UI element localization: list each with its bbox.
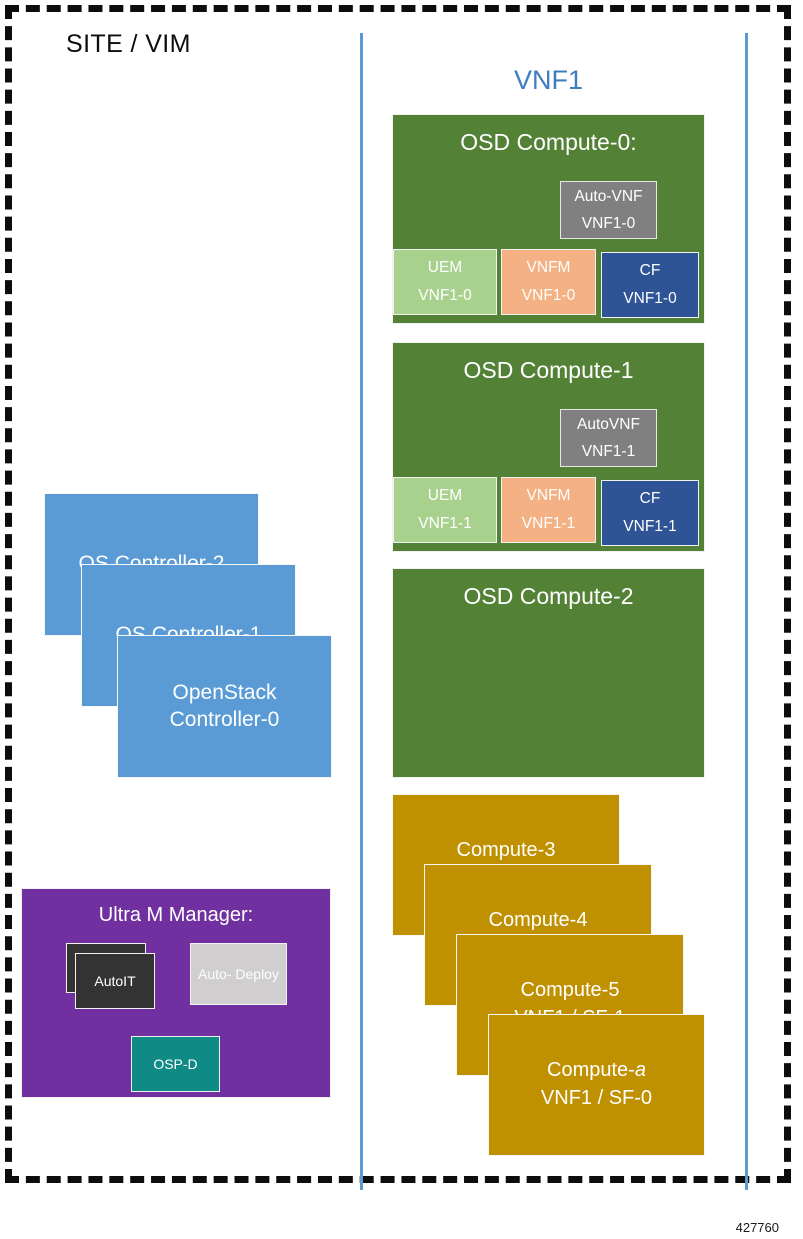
vnfm-vnf1-0-box[interactable]: VNFM VNF1-0: [501, 249, 596, 315]
uem-vnf1-1-box[interactable]: UEM VNF1-1: [393, 477, 497, 543]
compute-5-name: Compute-5: [520, 979, 620, 1002]
compute-a-detail: VNF1 / SF-0: [540, 1087, 653, 1109]
osd-compute-0-title: OSD Compute-0:: [460, 129, 637, 155]
openstack-controller-0-label: OpenStack Controller-0: [169, 680, 280, 731]
cf-vnf1-1-box[interactable]: CF VNF1-1: [601, 480, 699, 546]
compute-4-name: Compute-4: [488, 909, 588, 932]
autoit-label: AutoIT: [94, 972, 136, 989]
site-vim-frame: [5, 5, 791, 1183]
osd-compute-2-title: OSD Compute-2: [463, 583, 634, 609]
osd-compute-1-title: OSD Compute-1: [463, 357, 634, 383]
uem-vnf1-0-box[interactable]: UEM VNF1-0: [393, 249, 497, 315]
vnfm-vnf1-1-name: VNFM: [526, 487, 571, 505]
uem-vnf1-0-instance: VNF1-0: [418, 287, 472, 304]
uem-vnf1-1-name: UEM: [427, 487, 463, 505]
vnfm-vnf1-0-name: VNFM: [526, 259, 571, 277]
cf-vnf1-1-instance: VNF1-1: [623, 518, 677, 535]
autovnf-vnf1-0-instance: VNF1-0: [581, 214, 636, 232]
autovnf-vnf1-0-box[interactable]: Auto-VNF VNF1-0: [560, 181, 657, 239]
vnfm-vnf1-1-instance: VNF1-1: [521, 515, 576, 532]
cf-vnf1-0-name: CF: [639, 262, 661, 280]
compute-a-name: Compute-a: [547, 1059, 646, 1082]
autovnf-vnf1-0-name: Auto-VNF: [574, 187, 643, 205]
autovnf-vnf1-1-instance: VNF1-1: [581, 442, 636, 460]
auto-deploy-box[interactable]: Auto- Deploy: [190, 943, 287, 1005]
openstack-controller-0-box[interactable]: OpenStack Controller-0: [117, 635, 332, 778]
site-vim-title: SITE / VIM: [66, 30, 191, 58]
compute-3-name: Compute-3: [456, 839, 556, 862]
osp-d-label: OSP-D: [153, 1055, 198, 1072]
cf-vnf1-1-name: CF: [639, 490, 661, 508]
autovnf-vnf1-1-box[interactable]: AutoVNF VNF1-1: [560, 409, 657, 467]
figure-number: 427760: [735, 1220, 779, 1235]
auto-deploy-label: Auto- Deploy: [198, 965, 279, 982]
vnfm-vnf1-1-box[interactable]: VNFM VNF1-1: [501, 477, 596, 543]
uem-vnf1-1-instance: VNF1-1: [418, 515, 472, 532]
ultra-m-manager-title: Ultra M Manager:: [98, 904, 254, 926]
vnf-column-separator-left: [360, 33, 363, 1190]
cf-vnf1-0-box[interactable]: CF VNF1-0: [601, 252, 699, 318]
osp-d-box[interactable]: OSP-D: [131, 1036, 220, 1092]
vnf-column-separator-right: [745, 33, 748, 1190]
osd-compute-2-box[interactable]: OSD Compute-2: [392, 568, 705, 778]
vnf1-title: VNF1: [513, 65, 584, 95]
autovnf-vnf1-1-name: AutoVNF: [577, 415, 640, 433]
autoit-box[interactable]: AutoIT: [75, 953, 155, 1009]
uem-vnf1-0-name: UEM: [427, 259, 463, 277]
vnfm-vnf1-0-instance: VNF1-0: [521, 287, 576, 304]
cf-vnf1-0-instance: VNF1-0: [623, 290, 677, 307]
compute-a-box[interactable]: Compute-a VNF1 / SF-0: [488, 1014, 705, 1156]
